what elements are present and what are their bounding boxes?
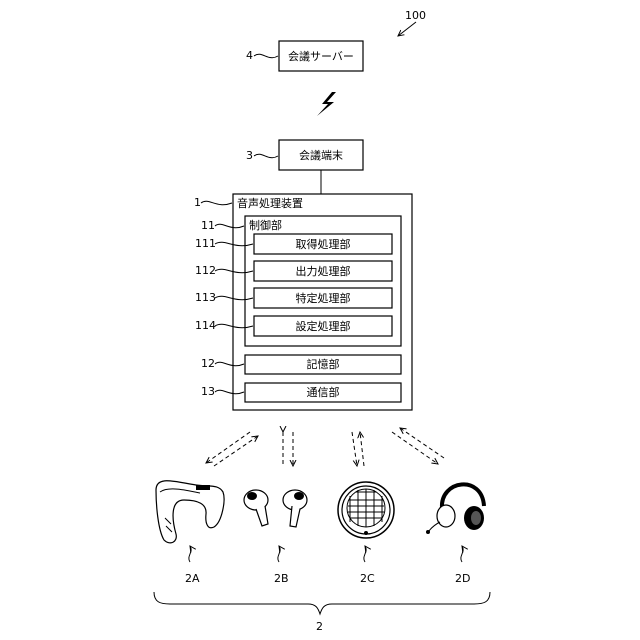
unit-label: 設定処理部 bbox=[296, 319, 351, 333]
server-leader bbox=[254, 54, 278, 57]
group-brace bbox=[154, 592, 490, 614]
unit-setting: 114 設定処理部 bbox=[195, 316, 392, 336]
unit-ref: 114 bbox=[195, 319, 216, 332]
unit-ref: 111 bbox=[195, 237, 216, 250]
link-2c bbox=[352, 432, 364, 466]
storage-label: 記憶部 bbox=[307, 357, 340, 371]
control-ref: 11 bbox=[201, 219, 215, 232]
ref-2a: 2A bbox=[185, 572, 200, 585]
unit-acquire: 111 取得処理部 bbox=[195, 234, 392, 254]
unit-label: 取得処理部 bbox=[296, 237, 351, 251]
earbuds-icon bbox=[244, 490, 307, 527]
link-2b bbox=[283, 432, 293, 466]
server-label: 会議サーバー bbox=[288, 49, 354, 63]
ref-arrow-2c bbox=[364, 546, 366, 562]
storage-ref: 12 bbox=[201, 357, 215, 370]
figure-ref-arrow bbox=[398, 22, 416, 36]
comm-ref: 13 bbox=[201, 385, 215, 398]
control-label: 制御部 bbox=[249, 218, 282, 232]
terminal-ref: 3 bbox=[246, 149, 253, 162]
wireless-link-icon bbox=[317, 92, 336, 116]
ref-arrow-2b bbox=[278, 546, 280, 562]
figure-ref-label: 100 bbox=[405, 9, 426, 22]
neckband-speaker-icon bbox=[156, 481, 224, 543]
unit-label: 特定処理部 bbox=[296, 291, 351, 305]
ref-2c: 2C bbox=[360, 572, 375, 585]
unit-ref: 112 bbox=[195, 264, 216, 277]
ref-arrow-2d bbox=[461, 546, 463, 562]
unit-identify: 113 特定処理部 bbox=[195, 288, 392, 308]
device-label: 音声処理装置 bbox=[237, 196, 303, 210]
unit-ref: 113 bbox=[195, 291, 216, 304]
headset-icon bbox=[426, 484, 484, 534]
ref-2b: 2B bbox=[274, 572, 289, 585]
device-leader bbox=[201, 201, 232, 204]
link-2d bbox=[392, 428, 444, 464]
terminal-leader bbox=[254, 154, 278, 157]
terminal-label: 会議端末 bbox=[299, 148, 343, 162]
ref-2d: 2D bbox=[455, 572, 470, 585]
group-ref: 2 bbox=[316, 620, 323, 633]
ref-arrow-2a bbox=[189, 546, 191, 562]
unit-label: 出力処理部 bbox=[296, 264, 351, 278]
unit-output: 112 出力処理部 bbox=[195, 261, 392, 281]
device-ref: 1 bbox=[194, 196, 201, 209]
link-2a bbox=[206, 432, 258, 466]
comm-label: 通信部 bbox=[307, 385, 340, 399]
speakerphone-icon bbox=[338, 482, 394, 538]
server-ref: 4 bbox=[246, 49, 253, 62]
